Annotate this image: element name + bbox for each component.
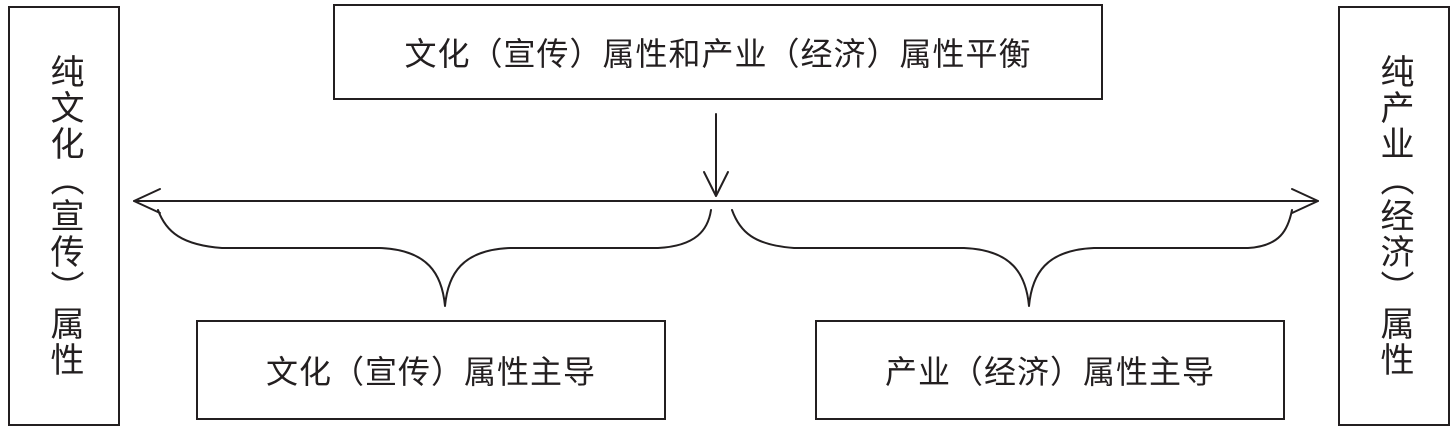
left-curly-brace: [157, 209, 712, 307]
axis-left-arrowhead: [133, 188, 161, 214]
culture-dominant-label: 文化（宣传）属性主导: [265, 353, 596, 391]
culture-dominant-box: 文化（宣传）属性主导: [196, 320, 666, 420]
balanced-attributes-label: 文化（宣传）属性和产业（经济）属性平衡: [404, 35, 1032, 73]
pure-culture-box: 纯文化（宣传）属性: [8, 6, 120, 426]
pure-industry-box: 纯产业（经济）属性: [1338, 6, 1450, 426]
pure-industry-label: 纯产业（经济）属性: [1374, 54, 1414, 378]
pure-culture-label: 纯文化（宣传）属性: [44, 54, 84, 378]
right-curly-brace: [731, 209, 1293, 307]
industry-dominant-label: 产业（经济）属性主导: [884, 353, 1215, 391]
down-arrow-head: [703, 171, 729, 197]
axis-right-arrowhead: [1291, 188, 1319, 214]
balanced-attributes-box: 文化（宣传）属性和产业（经济）属性平衡: [333, 4, 1103, 100]
industry-dominant-box: 产业（经济）属性主导: [815, 320, 1285, 420]
